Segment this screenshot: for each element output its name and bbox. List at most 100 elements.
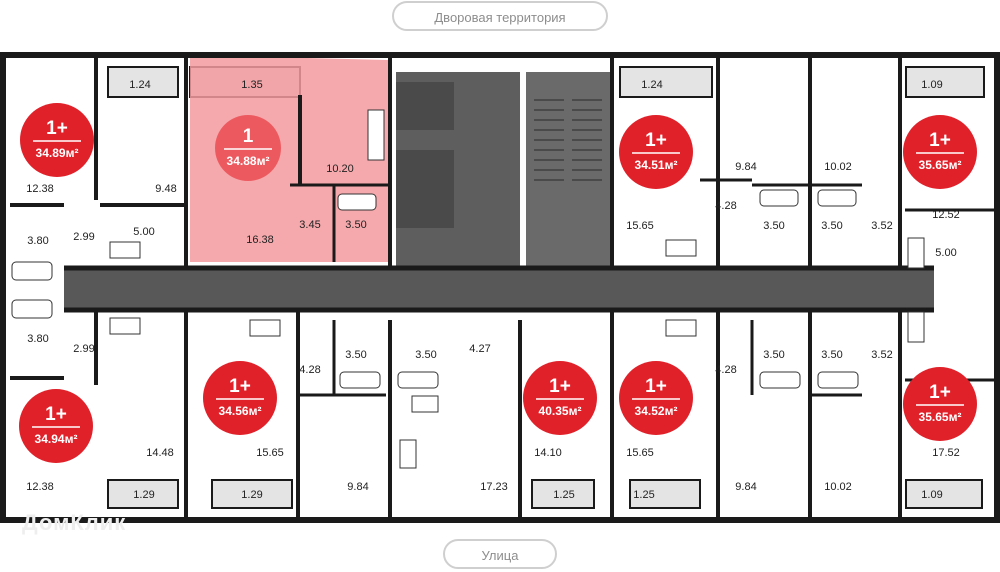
room-area-label: 3.52 xyxy=(871,349,892,361)
bathtub xyxy=(11,261,53,281)
bathtub xyxy=(397,371,439,389)
apartment-badge-a1[interactable]: 1+ 34.89м² xyxy=(20,103,94,177)
bathtub xyxy=(817,371,859,389)
room-area-label: 3.80 xyxy=(27,333,48,345)
room-area-label: 12.38 xyxy=(26,481,54,493)
room-area-label: 9.84 xyxy=(735,161,756,173)
room-area-label: 3.50 xyxy=(763,220,784,232)
room-area-label: 10.20 xyxy=(326,163,354,175)
balcony xyxy=(629,479,701,509)
room-area-label: 12.52 xyxy=(932,209,960,221)
room-area-label: 9.48 xyxy=(155,183,176,195)
badge-rooms: 1+ xyxy=(929,130,951,151)
badge-rooms: 1+ xyxy=(46,118,68,139)
room-area-label: 1.25 xyxy=(553,489,574,501)
bathtub xyxy=(11,299,53,319)
room-area-label: 5.00 xyxy=(935,247,956,259)
stove xyxy=(399,439,417,469)
apartment-badges: 1+34.89м²134.88м²1+34.51м²1+35.65м²1+34.… xyxy=(19,103,977,463)
badge-area: 34.94м² xyxy=(35,432,78,446)
apartment-badge-a3[interactable]: 1+34.51м² xyxy=(619,115,693,189)
stove xyxy=(907,237,925,269)
room-area-label: 3.45 xyxy=(299,219,320,231)
stove xyxy=(665,239,697,257)
badge-rooms: 1+ xyxy=(229,376,251,397)
room-area-label: 10.02 xyxy=(824,161,852,173)
badge-rooms: 1+ xyxy=(645,376,667,397)
badge-rooms: 1+ xyxy=(929,382,951,403)
room-area-label: 3.80 xyxy=(27,235,48,247)
walls xyxy=(0,52,1000,523)
balcony xyxy=(619,66,713,98)
room-area-label: 1.24 xyxy=(641,79,662,91)
bathtub xyxy=(337,193,377,211)
room-area-label: 14.10 xyxy=(534,447,562,459)
room-area-label: 3.50 xyxy=(821,349,842,361)
corridor xyxy=(64,268,934,310)
balcony xyxy=(107,66,179,98)
badge-area: 34.52м² xyxy=(635,404,678,418)
kitchen-counter xyxy=(367,109,385,161)
stove xyxy=(109,241,141,259)
watermark: ДомКлик xyxy=(22,510,127,535)
room-area-label: 9.84 xyxy=(347,481,368,493)
apartment-badge-a8[interactable]: 1+ 34.52м² xyxy=(619,361,693,435)
room-area-label: 3.50 xyxy=(345,349,366,361)
balcony xyxy=(905,66,985,98)
sink xyxy=(411,395,439,413)
apartment-badge-a5[interactable]: 1+34.94м² xyxy=(19,389,93,463)
outer-wall xyxy=(0,52,1000,523)
room-area-label: 3.50 xyxy=(345,219,366,231)
room-area-label: 2.99 xyxy=(73,231,94,243)
room-area-label: 1.25 xyxy=(633,489,654,501)
fixtures xyxy=(11,109,925,469)
stove xyxy=(665,319,697,337)
room-area-label: 4.28 xyxy=(715,364,736,376)
room-area-label: 2.99 xyxy=(73,343,94,355)
room-area-label: 3.50 xyxy=(821,220,842,232)
bathtub xyxy=(759,189,799,207)
apartment-badge-a7[interactable]: 1+ 40.35м² xyxy=(523,361,597,435)
street-label: Улица xyxy=(443,539,557,569)
room-area-label: 10.02 xyxy=(824,481,852,493)
room-area-labels: 1.24 1.35 1.24 1.09 12.38 9.48 10.20 9.84 10.02 1… xyxy=(26,79,960,501)
bathtub xyxy=(339,371,381,389)
elevator xyxy=(396,82,454,130)
badge-area: 34.89м² xyxy=(36,146,79,160)
room-area-label: 16.38 xyxy=(246,234,274,246)
badge-circle xyxy=(20,103,94,177)
balcony xyxy=(905,479,983,509)
badge-circle xyxy=(19,389,93,463)
room-area-label: 9.84 xyxy=(735,481,756,493)
badge-rooms: 1+ xyxy=(549,376,571,397)
stove xyxy=(109,317,141,335)
apartment-badge-a9[interactable]: 1+ 35.65м² xyxy=(903,367,977,441)
room-area-label: 1.09 xyxy=(921,79,942,91)
balcony xyxy=(531,479,595,509)
room-area-label: 3.52 xyxy=(871,220,892,232)
badge-area: 34.51м² xyxy=(635,158,678,172)
badge-circle xyxy=(203,361,277,435)
badge-area: 34.88м² xyxy=(227,154,270,168)
room-area-label: 4.28 xyxy=(715,200,736,212)
room-area-label: 1.29 xyxy=(241,489,262,501)
room-area-label: 1.35 xyxy=(241,79,262,91)
badge-circle xyxy=(215,115,281,181)
room-area-label: 1.29 xyxy=(133,489,154,501)
stove xyxy=(249,319,281,337)
badge-area: 35.65м² xyxy=(919,158,962,172)
room-area-label: 17.52 xyxy=(932,447,960,459)
bathtub xyxy=(759,371,801,389)
room-area-label: 15.65 xyxy=(626,220,654,232)
bottom-balconies xyxy=(107,479,983,509)
room-area-label: 1.24 xyxy=(129,79,150,91)
apartment-badge-a4[interactable]: 1+ 35.65м² xyxy=(903,115,977,189)
badge-circle xyxy=(619,361,693,435)
room-area-label: 15.65 xyxy=(626,447,654,459)
badge-circle xyxy=(619,115,693,189)
apartment-badge-a2[interactable]: 134.88м² xyxy=(215,115,281,181)
apartment-badge-a6[interactable]: 1+34.56м² xyxy=(203,361,277,435)
badge-area: 35.65м² xyxy=(919,410,962,424)
badge-area: 40.35м² xyxy=(539,404,582,418)
